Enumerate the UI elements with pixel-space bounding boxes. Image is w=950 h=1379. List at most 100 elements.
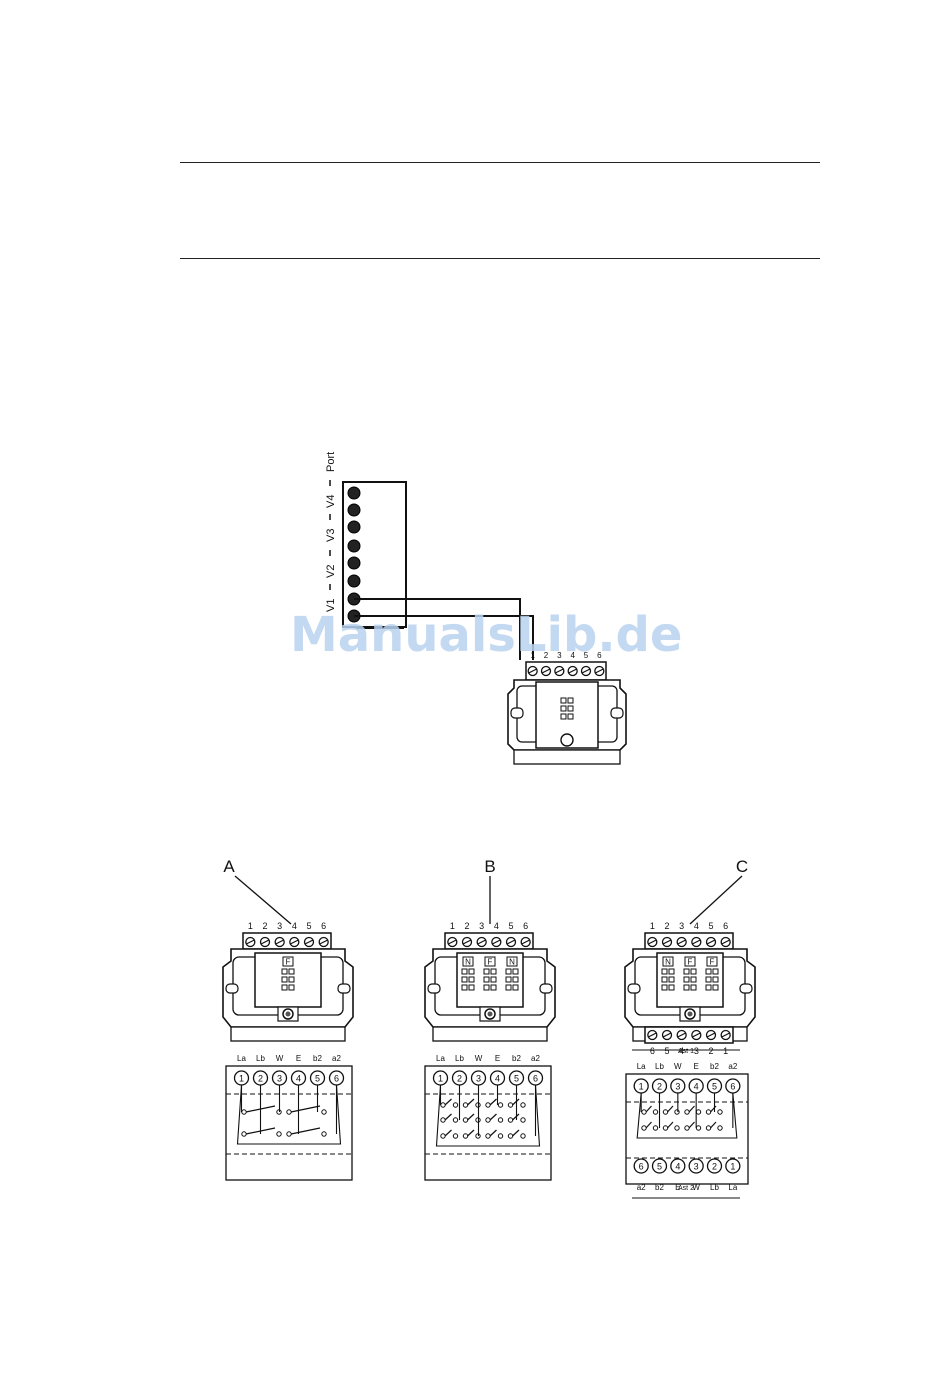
actuator-knob-core xyxy=(286,1012,291,1017)
bottom-terminal-number: 2 xyxy=(708,1046,713,1056)
contact-node xyxy=(696,1126,700,1130)
contact-node xyxy=(508,1134,512,1138)
contact-node xyxy=(696,1110,700,1114)
mount-slot-left xyxy=(628,984,640,993)
variants: A123456FLaLbWEb2a2123456B123456NFNLaLbWE… xyxy=(223,857,755,1198)
variant-letter: C xyxy=(736,857,748,876)
schema-terminal-label: Lb xyxy=(655,1062,664,1071)
actuator-base xyxy=(231,1027,345,1041)
terminal-number: 5 xyxy=(708,921,713,931)
contact-node xyxy=(463,1118,467,1122)
terminal-number: 5 xyxy=(306,921,311,931)
schema-bottom-number: 1 xyxy=(730,1162,735,1172)
terminal-number: 1 xyxy=(248,921,253,931)
contact-node xyxy=(706,1126,710,1130)
mount-slot-right xyxy=(740,984,752,993)
port-terminal-dot xyxy=(348,487,360,499)
terminal-number: 1 xyxy=(650,921,655,931)
schema-bottom-label: La xyxy=(728,1183,737,1192)
schema-bottom-label: a2 xyxy=(637,1183,646,1192)
schema-terminal-label: E xyxy=(693,1062,698,1071)
port-label-v4: V4 xyxy=(325,495,337,508)
contact-node xyxy=(486,1134,490,1138)
contact-node xyxy=(508,1118,512,1122)
bottom-terminal-number: 6 xyxy=(650,1046,655,1056)
schema-terminal-label: W xyxy=(276,1054,284,1063)
contact-node xyxy=(242,1110,246,1114)
contact-node xyxy=(453,1118,457,1122)
contact-node xyxy=(706,1110,710,1114)
actuator-knob xyxy=(561,734,573,746)
schema-terminal-number: 4 xyxy=(694,1082,699,1092)
schema-terminal-number: 1 xyxy=(639,1082,644,1092)
contact-node xyxy=(242,1132,246,1136)
schema-terminal-number: 6 xyxy=(730,1082,735,1092)
schema-terminal-label: a2 xyxy=(728,1062,737,1071)
variant-a: A123456FLaLbWEb2a2123456 xyxy=(223,857,353,1180)
schema-terminal-number: 5 xyxy=(514,1074,519,1084)
variant-pointer-line xyxy=(235,876,291,924)
contact-node xyxy=(322,1110,326,1114)
schema-terminal-number: 5 xyxy=(315,1074,320,1084)
contact-node xyxy=(322,1132,326,1136)
contact-node xyxy=(498,1103,502,1107)
terminal-number: 2 xyxy=(664,921,669,931)
schema-terminal-label: a2 xyxy=(531,1054,540,1063)
terminal-number: 2 xyxy=(464,921,469,931)
port-terminal-dot xyxy=(348,521,360,533)
terminal-number: 3 xyxy=(679,921,684,931)
terminal-number: 5 xyxy=(508,921,513,931)
bottom-terminal-number: 5 xyxy=(664,1046,669,1056)
contact-node xyxy=(486,1118,490,1122)
contact-node xyxy=(453,1134,457,1138)
mount-slot-left xyxy=(428,984,440,993)
axis2-label: Ast 2 xyxy=(678,1185,694,1192)
schema-terminal-number: 3 xyxy=(675,1082,680,1092)
mount-slot-right xyxy=(540,984,552,993)
schema-terminal-label: La xyxy=(637,1062,646,1071)
port-label-v3: V3 xyxy=(325,529,337,542)
contact-node xyxy=(521,1134,525,1138)
fuse-label: N xyxy=(465,958,471,967)
contact-node xyxy=(498,1118,502,1122)
bottom-terminal-number: 3 xyxy=(694,1046,699,1056)
contact-node xyxy=(685,1110,689,1114)
terminal-number: 6 xyxy=(523,921,528,931)
contact-node xyxy=(508,1103,512,1107)
schema-bottom-label: Lb xyxy=(710,1183,719,1192)
schema-bottom-label: b2 xyxy=(655,1183,664,1192)
contact-node xyxy=(441,1134,445,1138)
schema-terminal-number: 3 xyxy=(476,1074,481,1084)
fuse-label: F xyxy=(688,958,693,967)
schema-terminal-label: Lb xyxy=(455,1054,464,1063)
schema-terminal-number: 1 xyxy=(438,1074,443,1084)
contact-node xyxy=(287,1132,291,1136)
contact-node xyxy=(486,1103,490,1107)
contact-node xyxy=(675,1110,679,1114)
schema-bottom-number: 2 xyxy=(712,1162,717,1172)
variant-b: B123456NFNLaLbWEb2a2123456 xyxy=(425,857,555,1180)
contact-node xyxy=(642,1126,646,1130)
bottom-terminal-number: 1 xyxy=(723,1046,728,1056)
schema-terminal-label: W xyxy=(475,1054,483,1063)
schema-terminal-number: 3 xyxy=(277,1074,282,1084)
mount-slot-right xyxy=(338,984,350,993)
schema-terminal-label: b2 xyxy=(710,1062,719,1071)
actuator-top: 123456 xyxy=(508,651,626,764)
contact-node xyxy=(642,1110,646,1114)
variant-letter: A xyxy=(223,857,235,876)
mount-slot-left xyxy=(226,984,238,993)
mount-slot-right xyxy=(611,708,623,718)
contact-node xyxy=(718,1110,722,1114)
schema-terminal-number: 2 xyxy=(258,1074,263,1084)
terminal-number: 3 xyxy=(479,921,484,931)
actuator-knob-core xyxy=(488,1012,493,1017)
fuse-label: N xyxy=(665,958,671,967)
port-terminal-dot xyxy=(348,504,360,516)
contact-node xyxy=(498,1134,502,1138)
contact-node xyxy=(463,1103,467,1107)
watermark-text: ManualsLib.de xyxy=(290,607,682,663)
contact-node xyxy=(663,1110,667,1114)
fuse-label: N xyxy=(509,958,515,967)
